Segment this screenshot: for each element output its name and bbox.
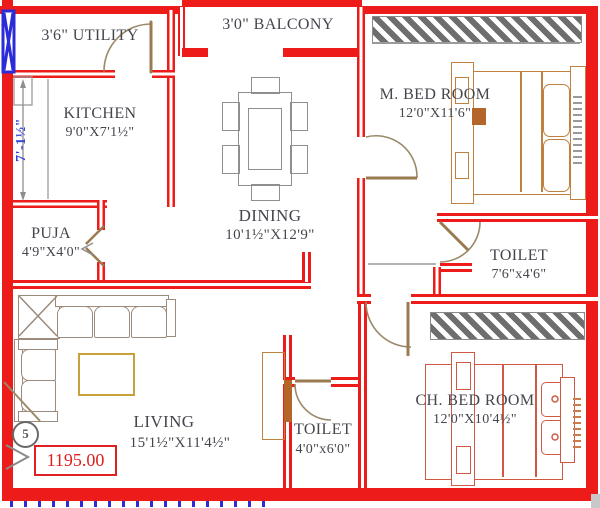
utility-label: 3'6" UTILITY	[41, 27, 139, 44]
dining-chair	[290, 102, 308, 131]
wall-top-mbed	[360, 6, 598, 14]
dining-chair	[222, 145, 240, 174]
chbed-pillow-dots	[551, 395, 559, 441]
chbed-fold-line	[502, 365, 504, 477]
dining-chair	[290, 145, 308, 174]
wall-chbed-top-r	[411, 294, 598, 304]
wall-toilet-r-jog-h	[440, 263, 472, 272]
mbed-door	[365, 134, 418, 180]
wall-puja-top	[13, 200, 107, 208]
toilet-attached-label: TOILET	[489, 247, 549, 264]
wall-outer-left	[2, 0, 13, 500]
dining-table-inner	[248, 108, 282, 170]
toilet-attached-door	[368, 220, 481, 265]
dining-dims: 10'1½"X12'9"	[225, 227, 315, 243]
wall-top-balcony	[182, 0, 362, 7]
coffee-table	[78, 353, 135, 396]
utility-door	[103, 20, 153, 74]
mbed-bench-pad	[455, 152, 469, 179]
chbed-dims: 12'0"X10'4½"	[433, 412, 517, 427]
wall-kitchen-right	[167, 10, 175, 207]
puja-dims: 4'9"X4'0"	[21, 245, 81, 260]
entrance-door-marks	[3, 381, 41, 470]
wall-top-utility	[0, 6, 184, 14]
tv-panel	[284, 380, 292, 422]
wall-toilet-b-top-r	[331, 377, 359, 387]
sofa-cushion	[57, 306, 93, 338]
kitchen-dims: 9'0"X7'1½"	[65, 125, 135, 140]
kitchen-label: KITCHEN	[63, 105, 137, 122]
wall-balcony-sill-l	[182, 48, 208, 57]
sofa-cushion	[131, 306, 167, 338]
wall-toilet-r-top	[437, 213, 598, 222]
wall-puja-right-upper	[97, 200, 105, 230]
wall-toilet-r-jog-v	[433, 267, 441, 297]
wall-utility-bottom-l	[13, 70, 115, 78]
wall-mbed-left-lower	[357, 178, 365, 304]
mbed-bench-pad	[455, 77, 469, 104]
mbed-dims: 12'0"X11'6"	[398, 106, 472, 121]
living-dims: 15'1½"X11'4½"	[129, 435, 231, 451]
toilet-common-dims: 4'0"x6'0"	[295, 442, 351, 457]
wall-balcony-left	[178, 7, 185, 56]
sofa-cushion	[21, 380, 56, 412]
window-icon	[1, 9, 16, 74]
wall-outer-right	[586, 6, 598, 500]
kitchen-dimension-text: 7'-1½"	[14, 118, 29, 162]
area-value-box: 1195.00	[34, 445, 117, 476]
dining-label: DINING	[238, 206, 302, 225]
chbed-bench-pad	[456, 446, 471, 474]
corner-shade	[591, 494, 600, 508]
wall-puja-right-lower	[97, 262, 105, 289]
wall-balcony-sill-r	[283, 48, 362, 57]
mbed-ac-strip	[573, 92, 582, 164]
wall-living-top	[13, 280, 311, 289]
wall-outer-bottom	[2, 488, 598, 501]
sofa-armrest	[166, 299, 176, 337]
dining-chair	[251, 77, 280, 94]
mbed-pillow	[543, 139, 570, 192]
balcony-label: 3'0" BALCONY	[222, 16, 334, 33]
wall-chbed-left	[358, 304, 367, 488]
chbed-wardrobe-hatch	[430, 312, 585, 340]
bottom-dimension-dashes	[10, 501, 265, 507]
mbed-fold-line	[520, 72, 522, 192]
sofa-cushion	[21, 349, 56, 381]
door-number-marker: 5	[12, 421, 39, 448]
toilet-attached-dims: 7'6"x4'6"	[491, 267, 547, 282]
toilet-common-door	[294, 379, 332, 421]
dining-table	[238, 92, 292, 186]
corner-table-cross	[18, 295, 58, 337]
wall-chbed-top-l	[357, 294, 371, 304]
dining-chair	[222, 102, 240, 131]
mbed-pillow	[543, 84, 570, 137]
kitchen-dim-line	[13, 76, 33, 201]
mbed-side-table	[472, 108, 486, 125]
living-label: LIVING	[133, 412, 195, 431]
chbed-ac-strip	[573, 396, 581, 448]
wall-dining-stub	[302, 252, 311, 282]
mbed-fold-line	[541, 72, 543, 192]
sofa-cushion	[94, 306, 130, 338]
dining-chair	[251, 184, 280, 201]
chbed-door	[365, 301, 412, 356]
puja-door	[80, 225, 105, 267]
chbed-bench-pad	[456, 362, 471, 390]
chbed-fold-line	[535, 365, 537, 477]
puja-label: PUJA	[31, 225, 71, 242]
mbed-wardrobe-hatch	[372, 16, 582, 43]
wall-mbed-left-upper	[357, 7, 365, 137]
toilet-common-label: TOILET	[293, 421, 353, 438]
loveseat-arm	[18, 411, 58, 422]
mbed-label: M. BED ROOM	[379, 86, 491, 103]
chbed-bench	[451, 352, 475, 486]
chbed-label: CH. BED ROOM	[415, 392, 535, 409]
mbed-wardrobe-line	[372, 42, 580, 44]
wall-utility-bottom-r	[152, 70, 175, 78]
